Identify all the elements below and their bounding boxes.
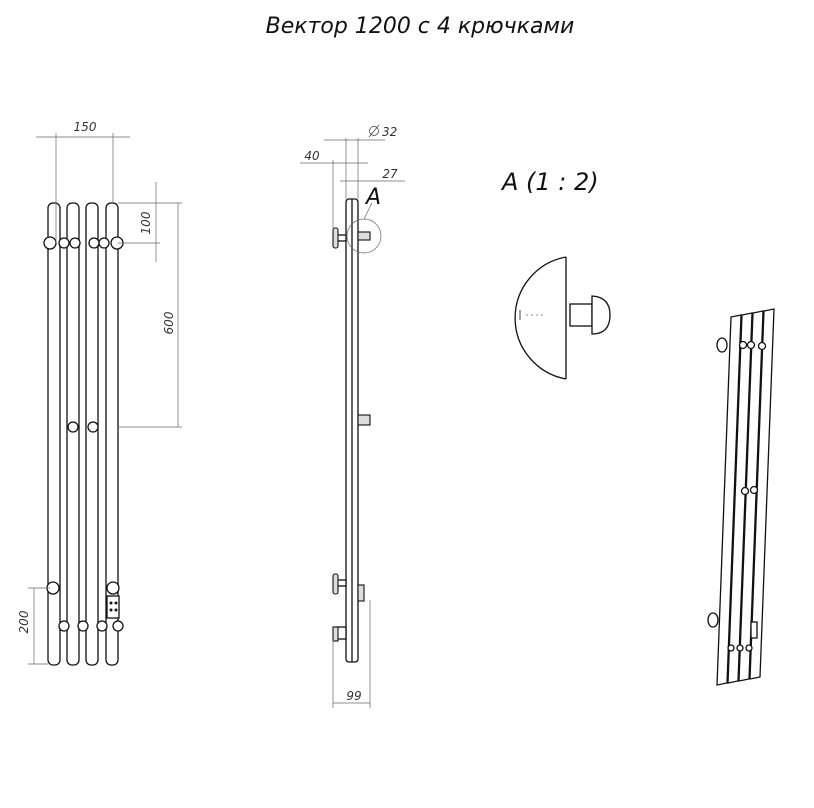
front-connector-bottom-4 bbox=[112, 620, 124, 632]
front-view-dimensions: 150 100 600 200 bbox=[17, 120, 182, 665]
front-connector-bottom-1 bbox=[58, 620, 70, 632]
front-heating-element-box bbox=[106, 595, 120, 619]
front-connector-bottom-2 bbox=[77, 620, 89, 632]
drawing-title: Вектор 1200 с 4 крючками bbox=[266, 14, 575, 39]
front-view bbox=[43, 202, 124, 666]
front-connector-top-2 bbox=[69, 237, 81, 249]
detail-a-title: A (1 : 2) bbox=[500, 168, 599, 196]
diameter-icon bbox=[368, 124, 380, 138]
front-connector-top-4 bbox=[98, 237, 110, 249]
dim-27-label: 27 bbox=[382, 167, 398, 181]
front-hook-top-left bbox=[43, 236, 57, 250]
dim-600-label: 600 bbox=[162, 311, 176, 334]
dim-32-label: 32 bbox=[382, 125, 397, 139]
iso-heating-element bbox=[750, 621, 758, 639]
front-tube-3 bbox=[85, 202, 99, 666]
front-hook-low-right bbox=[106, 581, 120, 595]
iso-hook-low bbox=[707, 612, 719, 628]
front-tube-2 bbox=[66, 202, 80, 666]
side-view: A bbox=[332, 185, 382, 663]
side-bracket-bottom bbox=[357, 584, 365, 602]
side-bracket-top bbox=[357, 231, 371, 241]
detail-a-boundary bbox=[514, 256, 567, 380]
front-connector-mid-2 bbox=[87, 421, 99, 433]
front-connector-top-3 bbox=[88, 237, 100, 249]
dim-99-label: 99 bbox=[346, 689, 361, 703]
iso-tube-3 bbox=[738, 310, 764, 682]
side-view-dimensions: 32 40 27 99 bbox=[300, 124, 405, 708]
dim-40-label: 40 bbox=[304, 149, 320, 163]
isometric-view bbox=[707, 308, 775, 686]
dim-150-label: 150 bbox=[74, 120, 97, 134]
front-element-dot-3 bbox=[109, 608, 113, 612]
detail-a-hook-stem bbox=[569, 303, 593, 327]
front-connector-top-1 bbox=[58, 237, 70, 249]
side-bracket-mid bbox=[357, 414, 371, 426]
detail-a-hook-cap bbox=[591, 295, 611, 335]
iso-tube-4 bbox=[749, 308, 775, 680]
front-element-dot-4 bbox=[114, 608, 118, 612]
iso-tube-1 bbox=[716, 314, 742, 686]
front-connector-bottom-3 bbox=[96, 620, 108, 632]
section-a-label: A bbox=[364, 185, 381, 210]
front-tube-4 bbox=[105, 202, 119, 666]
iso-tube-2 bbox=[727, 312, 753, 684]
dim-200-label: 200 bbox=[17, 610, 31, 633]
dim-100-label: 100 bbox=[139, 211, 153, 234]
front-connector-mid-1 bbox=[67, 421, 79, 433]
detail-a-view: A (1 : 2) bbox=[500, 168, 611, 380]
front-element-dot-2 bbox=[114, 601, 118, 605]
front-element-dot-1 bbox=[109, 601, 113, 605]
iso-hook-top bbox=[716, 337, 728, 353]
front-tube-1 bbox=[47, 202, 61, 666]
